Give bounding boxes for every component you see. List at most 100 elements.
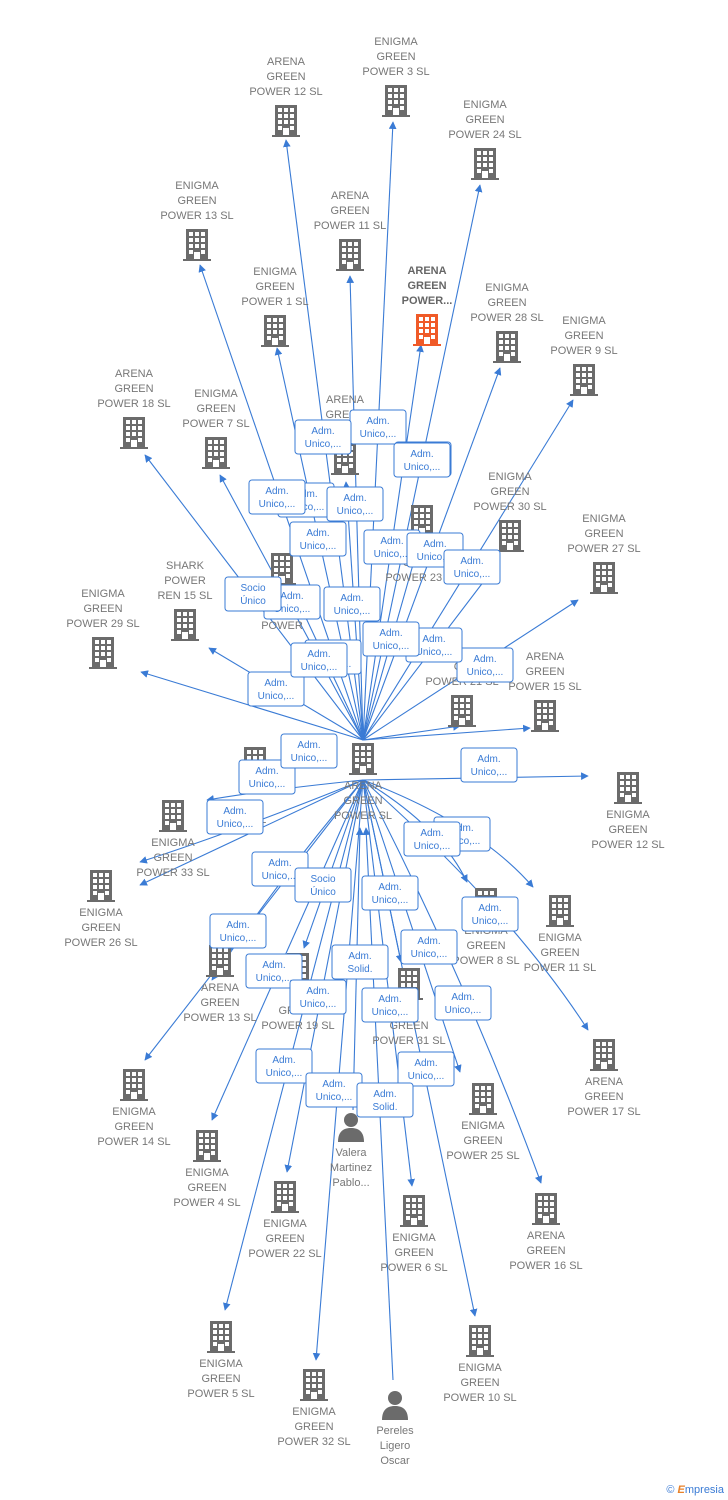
node-label-line: GREEN: [266, 71, 305, 83]
edge-label-n10[interactable]: Adm.Unico,...: [248, 479, 306, 515]
edge-label-n19[interactable]: Adm. Unico,...: [456, 647, 514, 683]
edge-label-n20[interactable]: Adm.Unico,...: [460, 747, 518, 783]
edge-label-n7[interactable]: Adm.Unico,...: [289, 521, 347, 557]
node-label-line: GREEN: [196, 403, 235, 415]
edge-label-n18[interactable]: Adm.Unico,...: [247, 671, 305, 707]
edge-n37: [362, 779, 543, 1184]
edge-label-n38[interactable]: Adm.Unico,...: [255, 1048, 313, 1084]
edge-label-text: Unico,...: [220, 933, 257, 944]
node-label-line: GREEN: [83, 603, 122, 615]
node-label-line: GREEN: [460, 1377, 499, 1389]
node-label-line: POWER 10 SL: [443, 1392, 516, 1404]
edge-label-n40[interactable]: Adm.Solid.: [356, 1082, 414, 1118]
edge-label-text: Unico,...: [408, 1071, 445, 1082]
edge-label-n33[interactable]: Adm.Unico,...: [361, 875, 419, 911]
edge-label-box: [362, 621, 420, 657]
node-n41[interactable]: ENIGMA GREEN POWER 10 SL: [443, 1325, 517, 1404]
node-label-line: ENIGMA: [81, 588, 125, 600]
edge-label-n6[interactable]: Adm.Unico,...: [393, 442, 451, 478]
edge-label-n30[interactable]: Adm.Unico,...: [403, 821, 461, 857]
edge-label-text: Unico,...: [301, 662, 338, 673]
edge-label-n25[interactable]: Adm.Unico,...: [461, 896, 519, 932]
edge-label-text: Solid.: [372, 1102, 397, 1113]
edge-label-n4[interactable]: Adm.Unico,...: [294, 419, 352, 455]
node-label-line: GREEN: [81, 922, 120, 934]
edge-label-n39[interactable]: Adm.Unico,...: [305, 1072, 363, 1108]
node-label-line: ENIGMA: [458, 1362, 502, 1374]
edge-label-box: [460, 747, 518, 783]
edge-label-n14[interactable]: Adm.Unico,...: [362, 621, 420, 657]
edge-label-text: Adm.: [410, 449, 433, 460]
edge-label-text: Adm.: [306, 986, 329, 997]
person-icon: [382, 1391, 408, 1420]
edge-label-n13[interactable]: Adm.Unico,...: [323, 586, 381, 622]
node-label-line: GREEN: [608, 824, 647, 836]
edge-n34: [211, 779, 364, 1121]
edge-label-n15[interactable]: Adm.Unico,...: [290, 642, 348, 678]
empresia-logo[interactable]: © Empresia: [666, 1484, 724, 1496]
edge-label-box: [397, 1051, 455, 1087]
node-label-line: Ligero: [380, 1440, 411, 1452]
edge-label-text: Adm.: [473, 654, 496, 665]
edge-label-n41[interactable]: Adm.Unico,...: [397, 1051, 455, 1087]
edge-label-n5[interactable]: Adm.Unico,...: [326, 486, 384, 522]
edge-label-n29[interactable]: Adm.Unico,...: [400, 929, 458, 965]
edge-label-n27[interactable]: Adm.Unico,...: [209, 913, 267, 949]
node-label-line: ENIGMA: [538, 932, 582, 944]
node-n6[interactable]: ARENAGREENPOWER...: [402, 265, 453, 346]
edge-label-n2[interactable]: Adm.Unico,...: [349, 409, 407, 445]
edge-label-n22[interactable]: Adm.Unico,...: [238, 759, 296, 795]
edge-label-text: Unico,...: [334, 606, 371, 617]
edge-label-text: Unico,...: [467, 667, 504, 678]
edge-label-n37[interactable]: Adm.Unico,...: [434, 985, 492, 1021]
edge-label-n35[interactable]: Adm.Unico,...: [289, 979, 347, 1015]
node-label-line: Oscar: [380, 1455, 410, 1467]
edge-label-n23[interactable]: Adm.Unico,...: [206, 799, 264, 835]
edge-label-n16[interactable]: Adm.Unico,...: [443, 549, 501, 585]
edge-label-text: Unico,...: [416, 647, 453, 658]
node-label-line: POWER 5 SL: [187, 1388, 254, 1400]
edge-label-text: Unico,...: [417, 552, 454, 563]
node-label-line: ARENA: [527, 1230, 566, 1242]
node-n32[interactable]: ValeraMartinezPablo...: [330, 1113, 372, 1189]
edge-label-n36[interactable]: Adm.Unico,...: [361, 987, 419, 1023]
edge-label-n32[interactable]: Adm.Solid.: [331, 944, 389, 980]
edge-label-n34[interactable]: Adm.Unico,...: [245, 953, 303, 989]
edge-label-n24[interactable]: Adm.Unico,...: [280, 733, 338, 769]
brand-name: mpresia: [684, 1484, 724, 1496]
